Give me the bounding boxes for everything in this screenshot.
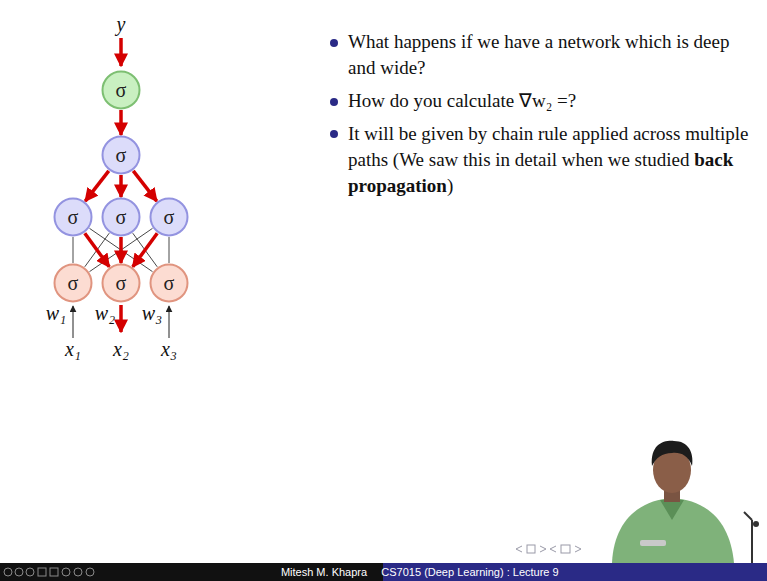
activation-symbol: σ [101,197,141,237]
neuron-circle: σ [101,263,141,303]
activation-symbol: σ [53,263,93,303]
activation-symbol: σ [149,197,189,237]
output-arrow [119,38,123,66]
gradient-arrow [85,171,109,201]
neuron-circle: σ [149,197,189,237]
bullet-text: ) [447,175,453,196]
output-label: y [117,14,126,34]
bullet-text: It will be given by chain rule applied a… [348,121,753,199]
bullet-text: It will be given by chain rule applied a… [348,123,748,170]
weight-label: w₂ [95,303,115,323]
input-arrow [169,306,170,338]
gradient-arrow [119,237,123,263]
neuron-circle: σ [53,263,93,303]
gradient-arrow [119,305,123,332]
input-arrow [73,306,74,338]
neuron-circle: σ [101,135,141,175]
neuron-circle: σ [53,197,93,237]
weight-label: w₁ [46,303,66,323]
input-label: x₃ [161,339,177,359]
activation-symbol: σ [101,70,141,110]
bullet-dot [330,39,338,47]
footer-course: CS7015 (Deep Learning) : Lecture 9 [381,567,558,578]
bullet-dot [330,130,338,138]
footer-author: Mitesh M. Khapra [281,567,367,578]
weight-connection [169,237,170,263]
activation-symbol: σ [101,263,141,303]
gradient-arrow [119,110,123,135]
input-label: x₁ [65,339,81,359]
bullet-text: How do you calculate ∇w₂ =? [348,88,753,114]
weight-connection [85,233,109,267]
viewer-icons [4,568,94,576]
neuron-circle: σ [101,197,141,237]
navigation-symbols [516,545,581,553]
gradient-arrow [133,233,157,267]
gradient-arrow [85,233,109,267]
input-label: x₂ [113,339,129,359]
neuron-circle: σ [101,70,141,110]
gradient-arrow [119,175,123,197]
bullet-dot [330,98,338,106]
activation-symbol: σ [149,263,189,303]
activation-symbol: σ [101,135,141,175]
weight-connection [73,237,74,263]
bullet-text: What happens if we have a network which … [348,29,753,81]
gradient-arrow [133,171,157,201]
weight-connection [133,233,157,267]
presenter-figure [612,441,759,563]
weight-label: w₃ [142,303,162,323]
neuron-circle: σ [149,263,189,303]
activation-symbol: σ [53,197,93,237]
